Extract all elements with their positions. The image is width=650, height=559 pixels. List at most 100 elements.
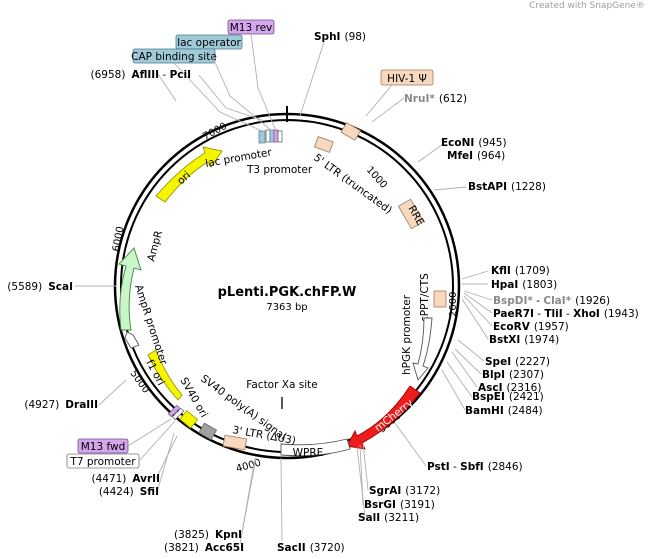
lac-operator-feature [269,129,275,143]
cap-site-box: CAP binding site [131,48,217,64]
site-bspdi-clai: BspDI* - ClaI*(1926) [493,295,610,307]
ampr-arrow [118,247,142,331]
svg-text:PstI - SbfI(2846): PstI - SbfI(2846) [427,461,523,473]
svg-text:BsrGI(3191): BsrGI(3191) [364,499,435,511]
svg-text:BspEI(2421): BspEI(2421) [472,391,544,403]
m13fwd-feature [167,404,181,418]
tick-2000: 2000 [448,292,459,317]
svg-text:BspDI* - ClaI*(1926): BspDI* - ClaI*(1926) [493,295,610,307]
svg-text:EcoRV(1957): EcoRV(1957) [493,321,569,333]
tick-7000: 7000 [201,121,229,143]
svg-text:EcoNI(945): EcoNI(945) [441,137,507,149]
tick-6000: 6000 [111,226,126,253]
site-avrii: (4471)AvrII [91,473,160,485]
site-asci: AscI(2316) [478,382,541,394]
lac-operator-box-label: lac operator [177,37,241,49]
site-psti-sbfi: PstI - SbfI(2846) [427,461,523,473]
m13fwd-box-label: M13 fwd [81,441,126,453]
m13rev-feature [273,129,279,143]
site-bstxi: BstXI(1974) [489,334,559,346]
svg-text:SpeI(2227): SpeI(2227) [485,356,550,368]
ampr-label: AmpR [145,229,165,262]
site-bstapi: BstAPI(1228) [468,181,546,193]
t3-promoter-label: T3 promoter [246,164,313,176]
cppt-feature [433,290,447,308]
f1-ori-arrow [147,349,183,401]
svg-text:KflI(1709): KflI(1709) [491,265,550,277]
m13fwd-box: M13 fwd [77,438,129,454]
site-blpi: BlpI(2307) [482,369,544,381]
site-ecorv: EcoRV(1957) [493,321,569,333]
hiv-box: HIV-1 Ψ [380,69,434,86]
hpgk-label: hPGK promoter [401,294,413,375]
ampr-promoter-arrow [124,331,140,349]
factor-xa-label: Factor Xa site [246,379,317,391]
site-draiii: (4927)DraIII [24,399,98,411]
t7-promoter-feature [171,407,185,421]
svg-text:(3821)Acc65I: (3821)Acc65I [164,542,244,554]
mcherry-label: mCherry [372,397,415,434]
site-acc65i: (3821)Acc65I [164,542,244,554]
cap-site-box-label: CAP binding site [131,51,217,63]
t7-box-label: T7 promoter [69,456,136,468]
site-paer7i-tlii-xhoi: PaeR7I - TliI - XhoI(1943) [493,308,639,320]
site-sali: SalI(3211) [358,512,419,524]
plasmid-size: 7363 bp [266,302,307,313]
m13rev-box: M13 rev [227,19,275,35]
svg-text:(6958)AflIII - PciI: (6958)AflIII - PciI [91,69,191,81]
plasmid-name: pLenti.PGK.chFP.W [218,285,357,300]
lac-operator-box: lac operator [175,34,243,50]
ltr3-feature [222,434,248,451]
hpgk-promoter-arrow [412,317,433,381]
site-scai: (5589)ScaI [7,281,73,293]
svg-text:HpaI(1803): HpaI(1803) [491,279,557,291]
site-kfli: KflI(1709) [491,265,550,277]
site-bsrgi: BsrGI(3191) [364,499,435,511]
mcherry-arrow [346,385,421,450]
ltr5-part1 [313,136,334,153]
tick-5000: 5000 [128,368,152,395]
svg-text:MfeI(964): MfeI(964) [447,150,505,162]
t3-promoter-feature [277,130,283,143]
site-sphi: SphI(98) [314,31,366,43]
t7-box: T7 promoter [66,453,140,469]
svg-text:PaeR7I - TliI - XhoI(1943): PaeR7I - TliI - XhoI(1943) [493,308,639,320]
svg-text:BstAPI(1228): BstAPI(1228) [468,181,546,193]
site-afliii-pcii: (6958)AflIII - PciI [91,69,191,81]
svg-text:BlpI(2307): BlpI(2307) [482,369,544,381]
hiv-box-label: HIV-1 Ψ [387,73,427,85]
site-sfii: (4424)SfiI [99,486,159,498]
sv40-ori-feature [179,410,199,429]
svg-text:(4471)AvrII: (4471)AvrII [91,473,160,485]
site-mfei: MfeI(964) [447,150,505,162]
site-sacii: SacII(3720) [277,542,345,554]
wpre-feature [280,438,351,457]
svg-text:SphI(98): SphI(98) [314,31,366,43]
svg-text:(4424)SfiI: (4424)SfiI [99,486,159,498]
site-bspei: BspEI(2421) [472,391,544,403]
cap-site-feature [258,130,266,144]
tick-4000: 4000 [235,458,262,475]
rre-feature [397,198,425,230]
site-spei: SpeI(2227) [485,356,550,368]
leader-lines [75,33,493,545]
svg-text:(5589)ScaI: (5589)ScaI [7,281,73,293]
svg-text:SalI(3211): SalI(3211) [358,512,419,524]
cppt-label: cPPT/CTS [419,273,431,322]
lac-promoter-feature [265,129,271,143]
svg-text:NruI*(612): NruI*(612) [404,93,467,105]
site-hpai: HpaI(1803) [491,279,557,291]
site-kpni: (3825)KpnI [174,529,242,541]
svg-text:BamHI(2484): BamHI(2484) [465,405,543,417]
svg-text:SgrAI(3172): SgrAI(3172) [369,485,440,497]
snapgene-watermark: Created with SnapGene® [529,1,645,11]
site-sgrai: SgrAI(3172) [369,485,440,497]
wpre-label: WPRE [293,447,324,459]
svg-text:AscI(2316): AscI(2316) [478,382,541,394]
ori-arrow [155,146,223,203]
m13rev-box-label: M13 rev [230,22,273,34]
svg-text:BstXI(1974): BstXI(1974) [489,334,559,346]
svg-text:(4927)DraIII: (4927)DraIII [24,399,98,411]
svg-text:(3825)KpnI: (3825)KpnI [174,529,242,541]
